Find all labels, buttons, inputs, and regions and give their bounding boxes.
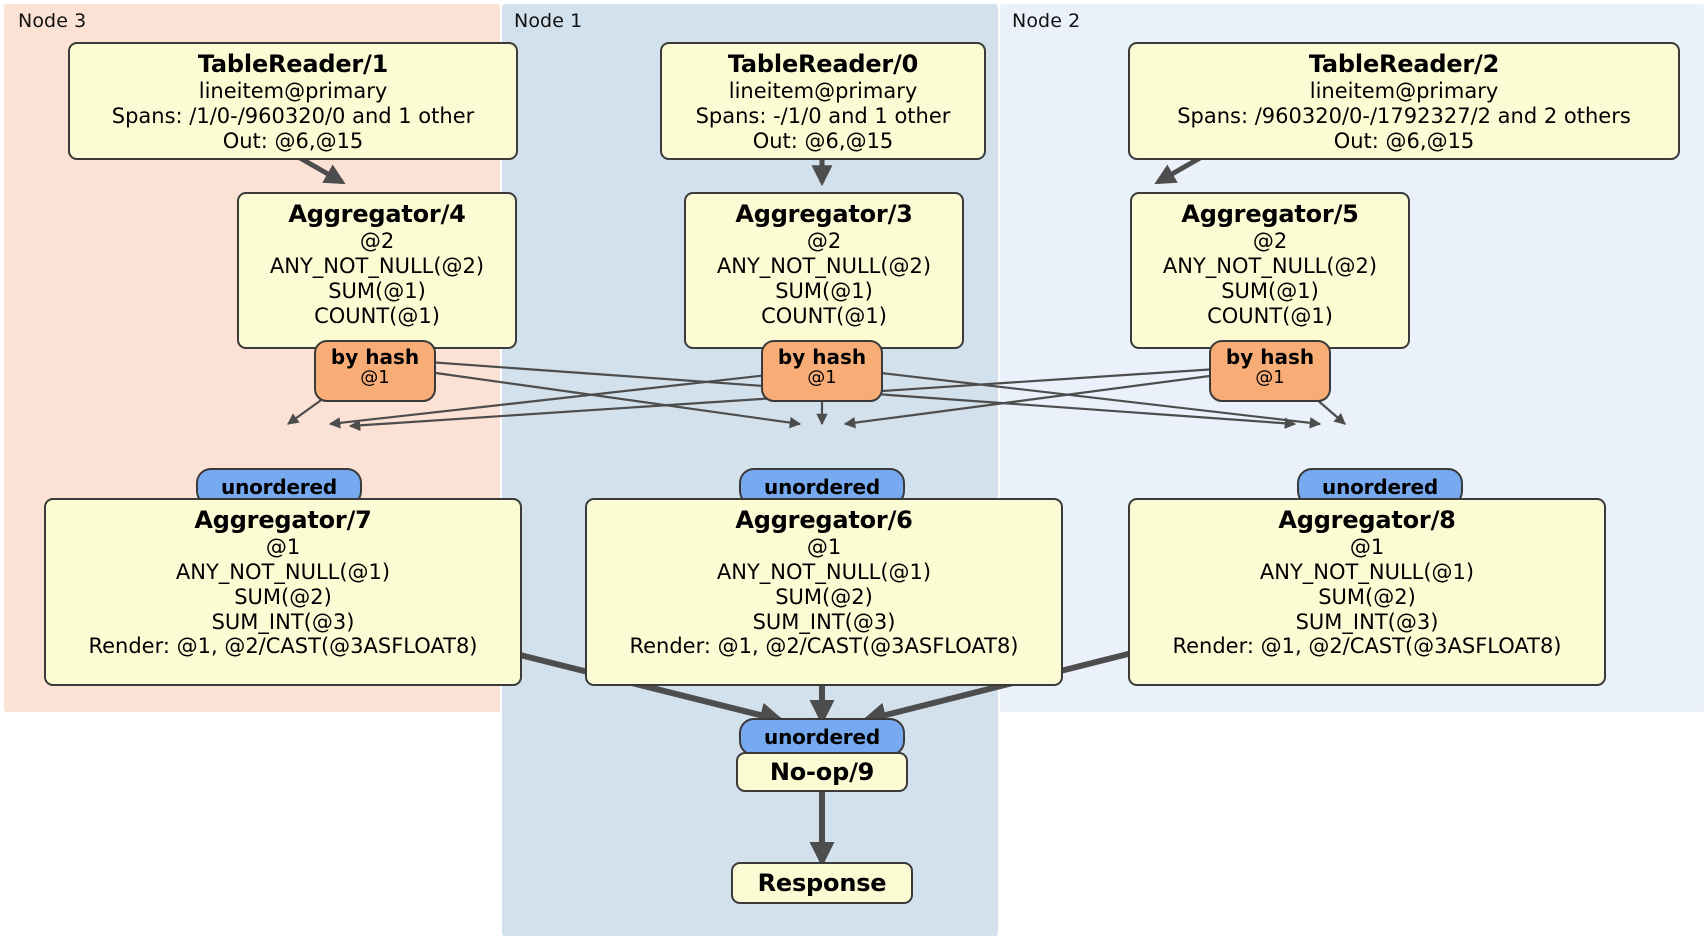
processor-line: Out: @6,@15	[222, 128, 364, 153]
processor-line: COUNT(@1)	[761, 303, 887, 328]
processor-line: COUNT(@1)	[1207, 303, 1333, 328]
processor-line: Render: @1, @2/CAST(@3ASFLOAT8)	[629, 634, 1019, 659]
processor-line: ANY_NOT_NULL(@1)	[716, 560, 932, 585]
processor-line: Render: @1, @2/CAST(@3ASFLOAT8)	[1172, 634, 1562, 659]
router-badge-by-hash-right[interactable]: by hash @1	[1209, 340, 1331, 402]
processor-line: Render: @1, @2/CAST(@3ASFLOAT8)	[88, 634, 478, 659]
processor-title: TableReader/0	[727, 50, 919, 78]
router-badge-sub: @1	[360, 367, 390, 389]
sync-badge-label: unordered	[1322, 475, 1438, 499]
processor-line: SUM(@2)	[1318, 584, 1416, 609]
processor-line: SUM(@1)	[1221, 278, 1319, 303]
processor-aggregator-6[interactable]: Aggregator/6 @1 ANY_NOT_NULL(@1) SUM(@2)…	[585, 498, 1063, 686]
processor-line: Spans: -/1/0 and 1 other	[695, 104, 951, 129]
processor-line: @2	[1252, 229, 1288, 254]
router-badge-label: by hash	[1225, 345, 1315, 369]
node-panel-label-node2: Node 2	[1012, 10, 1081, 32]
processor-table-reader-0[interactable]: TableReader/0 lineitem@primary Spans: -/…	[660, 42, 986, 160]
processor-aggregator-8[interactable]: Aggregator/8 @1 ANY_NOT_NULL(@1) SUM(@2)…	[1128, 498, 1606, 686]
node-panel-label-node3: Node 3	[18, 10, 87, 32]
router-badge-label: by hash	[777, 345, 867, 369]
processor-line: SUM(@1)	[328, 278, 426, 303]
processor-title: Aggregator/3	[735, 200, 913, 228]
processor-line: ANY_NOT_NULL(@2)	[269, 254, 485, 279]
processor-line: ANY_NOT_NULL(@1)	[1259, 560, 1475, 585]
router-badge-by-hash-left[interactable]: by hash @1	[314, 340, 436, 402]
processor-title: TableReader/2	[1308, 50, 1500, 78]
processor-line: SUM(@1)	[775, 278, 873, 303]
processor-line: Out: @6,@15	[1333, 128, 1475, 153]
processor-title: Aggregator/6	[735, 506, 913, 534]
node-panel-label-node1: Node 1	[514, 10, 583, 32]
processor-line: ANY_NOT_NULL(@2)	[1162, 254, 1378, 279]
processor-line: lineitem@primary	[198, 79, 388, 104]
processor-line: @1	[806, 535, 842, 560]
processor-title: TableReader/1	[197, 50, 389, 78]
processor-line: ANY_NOT_NULL(@1)	[175, 560, 391, 585]
processor-line: lineitem@primary	[728, 79, 918, 104]
router-badge-label: by hash	[330, 345, 420, 369]
processor-line: @2	[359, 229, 395, 254]
processor-line: SUM(@2)	[234, 584, 332, 609]
router-badge-sub: @1	[807, 367, 837, 389]
processor-no-op-9[interactable]: No-op/9	[736, 752, 908, 792]
processor-aggregator-7[interactable]: Aggregator/7 @1 ANY_NOT_NULL(@1) SUM(@2)…	[44, 498, 522, 686]
processor-title: Aggregator/8	[1278, 506, 1456, 534]
processor-line: SUM_INT(@3)	[211, 609, 355, 634]
processor-title: Response	[757, 869, 887, 897]
processor-aggregator-3[interactable]: Aggregator/3 @2 ANY_NOT_NULL(@2) SUM(@1)…	[684, 192, 964, 349]
processor-line: SUM(@2)	[775, 584, 873, 609]
processor-line: SUM_INT(@3)	[752, 609, 896, 634]
processor-title: Aggregator/5	[1181, 200, 1359, 228]
processor-title: No-op/9	[769, 758, 875, 786]
processor-line: @2	[806, 229, 842, 254]
processor-line: @1	[265, 535, 301, 560]
processor-line: COUNT(@1)	[314, 303, 440, 328]
processor-aggregator-5[interactable]: Aggregator/5 @2 ANY_NOT_NULL(@2) SUM(@1)…	[1130, 192, 1410, 349]
processor-line: lineitem@primary	[1309, 79, 1499, 104]
sync-badge-label: unordered	[764, 475, 880, 499]
processor-line: Out: @6,@15	[752, 128, 894, 153]
processor-line: @1	[1349, 535, 1385, 560]
sync-badge-unordered-right[interactable]: unordered	[1297, 468, 1463, 506]
processor-table-reader-2[interactable]: TableReader/2 lineitem@primary Spans: /9…	[1128, 42, 1680, 160]
sync-badge-label: unordered	[764, 725, 880, 749]
sync-badge-label: unordered	[221, 475, 337, 499]
processor-title: Aggregator/4	[288, 200, 466, 228]
processor-table-reader-1[interactable]: TableReader/1 lineitem@primary Spans: /1…	[68, 42, 518, 160]
processor-response[interactable]: Response	[731, 862, 913, 904]
processor-title: Aggregator/7	[194, 506, 372, 534]
processor-line: Spans: /1/0-/960320/0 and 1 other	[111, 104, 475, 129]
processor-aggregator-4[interactable]: Aggregator/4 @2 ANY_NOT_NULL(@2) SUM(@1)…	[237, 192, 517, 349]
processor-line: ANY_NOT_NULL(@2)	[716, 254, 932, 279]
sync-badge-unordered-final[interactable]: unordered	[739, 718, 905, 756]
router-badge-sub: @1	[1255, 367, 1285, 389]
processor-line: Spans: /960320/0-/1792327/2 and 2 others	[1177, 104, 1631, 129]
router-badge-by-hash-mid[interactable]: by hash @1	[761, 340, 883, 402]
processor-line: SUM_INT(@3)	[1295, 609, 1439, 634]
